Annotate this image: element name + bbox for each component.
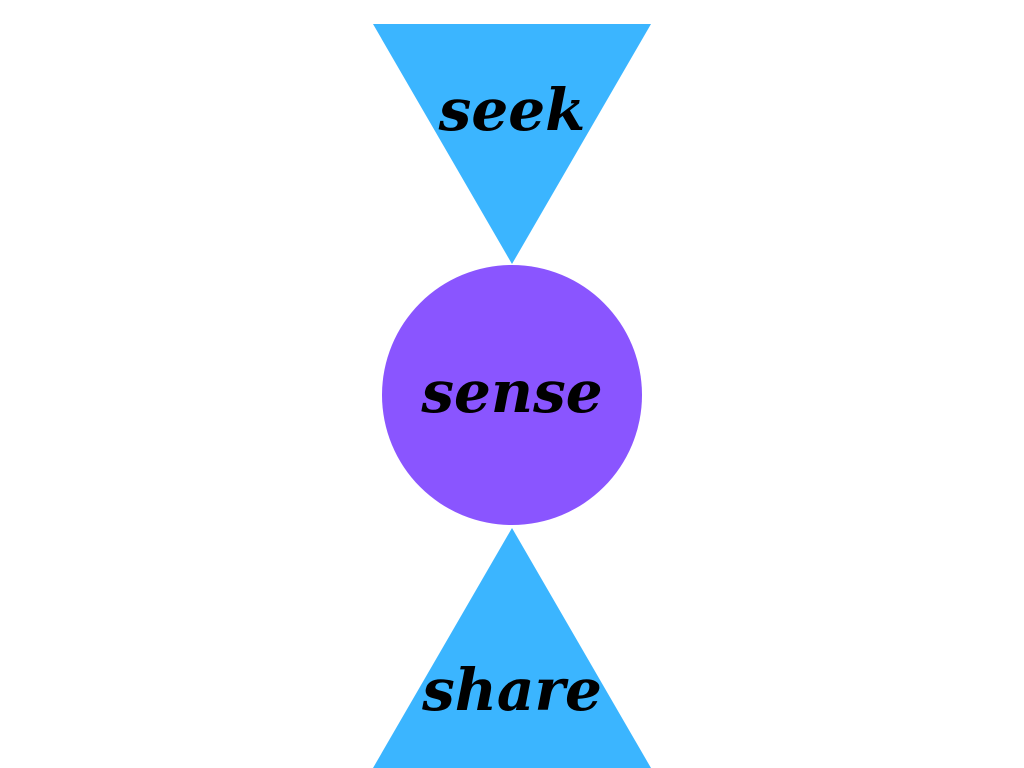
sense-node: sense [382,265,642,525]
seek-label: seek [438,76,586,144]
seek-node: seek [373,24,651,264]
share-label: share [421,656,602,724]
share-triangle [373,528,651,768]
share-node: share [373,528,651,768]
sense-circle [382,265,642,525]
seek-triangle [373,24,651,264]
sense-label: sense [420,358,602,426]
